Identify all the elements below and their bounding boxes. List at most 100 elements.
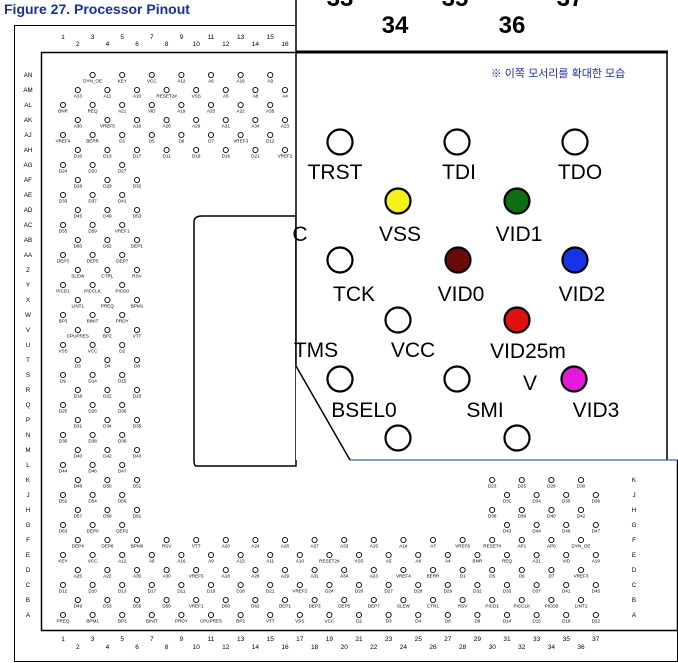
pin — [311, 596, 318, 604]
pin — [577, 476, 585, 484]
row-letter-left: S — [26, 372, 30, 379]
pin — [104, 206, 111, 214]
pin-label: D24 — [59, 169, 68, 174]
pin-label: A23 — [281, 124, 290, 129]
pin — [237, 71, 244, 79]
pin — [74, 506, 81, 514]
pin-label: D23 — [488, 484, 497, 489]
pin-label: D47 — [118, 469, 127, 474]
pin-label: DEP6 — [101, 544, 113, 549]
row-letter-left: U — [26, 342, 30, 349]
pin-label: VID — [562, 559, 570, 564]
pin-label: D13 — [103, 154, 112, 159]
pin-label: D23 — [133, 394, 142, 399]
pin-label: VREF6 — [455, 544, 470, 549]
pin-label: A7 — [430, 544, 436, 549]
pin — [222, 146, 229, 154]
pin-label: D21 — [266, 589, 275, 594]
column-number-top: 1 — [61, 34, 65, 41]
pin — [89, 521, 96, 529]
pin-label: D17 — [148, 589, 157, 594]
column-number-bottom: 28 — [459, 644, 467, 651]
pin — [207, 71, 215, 79]
row-letter-left: K — [26, 477, 31, 484]
pin-label: DEP1 — [279, 604, 291, 609]
pin — [89, 251, 96, 259]
pin — [163, 116, 170, 124]
pin — [59, 581, 67, 589]
inset-border-diagonal — [295, 365, 351, 461]
pin-label: D51 — [133, 484, 142, 489]
pin-label: A33 — [340, 544, 349, 549]
row-letter-left: AG — [24, 162, 33, 169]
pin — [119, 281, 126, 289]
column-number-top: 11 — [208, 34, 215, 41]
row-letter-left: AN — [24, 72, 33, 79]
inset-pin: TDI — [442, 128, 476, 184]
pin — [222, 116, 229, 124]
pin — [104, 476, 111, 484]
pin — [548, 566, 555, 574]
row-letter-left: P — [26, 417, 30, 424]
column-number-bottom: 33 — [533, 636, 541, 643]
pin-label: VSS — [58, 349, 67, 354]
inset-pin-circle — [560, 365, 588, 393]
pin — [474, 551, 481, 559]
row-letter-left: AE — [24, 192, 32, 199]
row-letter-left: Y — [26, 282, 30, 289]
pin-label: PRDY — [116, 319, 129, 324]
pin-label: VTT — [266, 619, 275, 624]
inset-pin-label: VCC — [391, 339, 435, 362]
pin-label: A5 — [223, 94, 229, 99]
pin — [74, 476, 81, 484]
pin-label: D12 — [266, 139, 275, 144]
inset-caption: ※ 이쪽 모서리를 확대한 모습 — [491, 67, 626, 80]
pin — [74, 206, 81, 214]
partial-label: C — [292, 223, 307, 246]
column-number-top: 4 — [106, 41, 110, 48]
pin-label: D11 — [163, 154, 172, 159]
pin — [89, 71, 96, 79]
pin-label: A23 — [370, 574, 379, 579]
pin — [178, 551, 185, 559]
pin-label: D3 — [75, 364, 81, 369]
row-letter-left: R — [26, 387, 31, 394]
inset-pin-label: BSEL0 — [331, 399, 396, 422]
pin — [563, 491, 570, 499]
column-number-top: 14 — [252, 41, 260, 48]
pin — [267, 131, 274, 139]
pin — [89, 131, 96, 139]
pin — [133, 506, 141, 514]
pin-label: RSV — [132, 274, 142, 279]
pin-label: CTRL — [427, 604, 439, 609]
pin — [133, 296, 141, 304]
pin — [207, 101, 215, 109]
inset-column-34: 34 — [382, 12, 409, 39]
pin — [385, 551, 392, 559]
pin-label: A29 — [281, 574, 290, 579]
partial-label: TMS — [294, 339, 338, 362]
pin-label: DEP5 — [87, 259, 99, 264]
pin-label: D61 — [133, 514, 142, 519]
pin-label: D48 — [74, 484, 83, 489]
inset-pin-circle — [326, 365, 354, 393]
pin-label: DEP4 — [72, 544, 84, 549]
column-number-bottom: 9 — [180, 636, 184, 643]
pin-label: D37 — [532, 589, 541, 594]
pin-label: A34 — [340, 574, 349, 579]
row-letter-left: L — [26, 462, 30, 469]
pin — [74, 176, 81, 184]
pin — [577, 506, 585, 514]
pin-label: VREF5 — [189, 574, 204, 579]
pin — [59, 281, 67, 289]
inset-pin: VID2 — [559, 246, 605, 306]
pin-label: A10 — [296, 559, 305, 564]
pin — [163, 86, 170, 94]
pin-label: D54 — [88, 499, 97, 504]
pin-label: D39 — [118, 439, 127, 444]
pin-label: VCC — [88, 559, 98, 564]
pin-label: A34 — [251, 124, 260, 129]
row-letter-left: W — [25, 312, 31, 319]
row-letter-left: Z — [26, 267, 30, 274]
